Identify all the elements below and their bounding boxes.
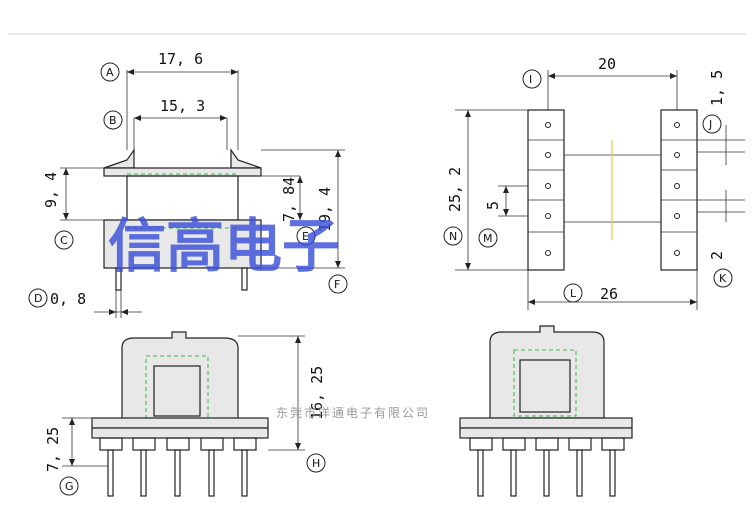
watermark-text: 信高电子 xyxy=(108,212,340,280)
callout-e: E xyxy=(296,226,316,246)
dim-5: 5 xyxy=(484,201,502,210)
callout-f: F xyxy=(328,274,348,294)
svg-text:I: I xyxy=(529,73,532,86)
callout-n: N xyxy=(443,226,463,246)
dim-1-5: 1, 5 xyxy=(708,70,726,106)
callout-d: D xyxy=(28,288,48,308)
callout-j: J xyxy=(702,114,722,134)
svg-text:G: G xyxy=(65,480,74,493)
callout-c: C xyxy=(54,230,74,250)
svg-text:J: J xyxy=(708,118,712,131)
callout-i: I xyxy=(522,69,542,89)
dim-25-2: 25, 2 xyxy=(446,167,464,212)
svg-text:B: B xyxy=(109,114,117,127)
dim-20: 20 xyxy=(598,55,616,73)
company-name: 东莞市洋通电子有限公司 xyxy=(276,405,430,420)
dim-7-25: 7, 25 xyxy=(44,427,62,472)
svg-text:C: C xyxy=(60,234,68,247)
callout-b: B xyxy=(103,110,123,130)
svg-text:N: N xyxy=(449,230,457,243)
callout-h: H xyxy=(306,453,326,473)
dim-2: 2 xyxy=(708,251,726,260)
dim-19-4: 19, 4 xyxy=(316,187,334,232)
svg-text:F: F xyxy=(334,278,340,291)
svg-text:K: K xyxy=(719,272,727,285)
dim-17-6: 17, 6 xyxy=(158,50,203,68)
svg-text:E: E xyxy=(302,230,309,243)
callout-l: L xyxy=(563,283,583,303)
callout-a: A xyxy=(100,62,120,82)
pin-view xyxy=(455,70,745,310)
dim-16-25: 16, 25 xyxy=(308,366,326,420)
svg-text:D: D xyxy=(34,292,42,305)
dim-9-4: 9, 4 xyxy=(42,172,60,208)
svg-text:M: M xyxy=(483,232,493,245)
callout-m: M xyxy=(478,228,498,248)
dim-0-8: 0, 8 xyxy=(50,290,86,308)
dim-15-3: 15, 3 xyxy=(160,97,205,115)
svg-text:H: H xyxy=(312,457,320,470)
callout-k: K xyxy=(713,268,733,288)
dim-26: 26 xyxy=(600,285,618,303)
dim-7-84: 7, 84 xyxy=(280,177,298,222)
svg-text:A: A xyxy=(106,66,114,79)
callout-g: G xyxy=(59,476,79,496)
svg-text:L: L xyxy=(570,287,577,300)
side-view xyxy=(60,69,345,318)
front-view-right xyxy=(459,325,633,497)
front-view-left xyxy=(62,331,305,497)
